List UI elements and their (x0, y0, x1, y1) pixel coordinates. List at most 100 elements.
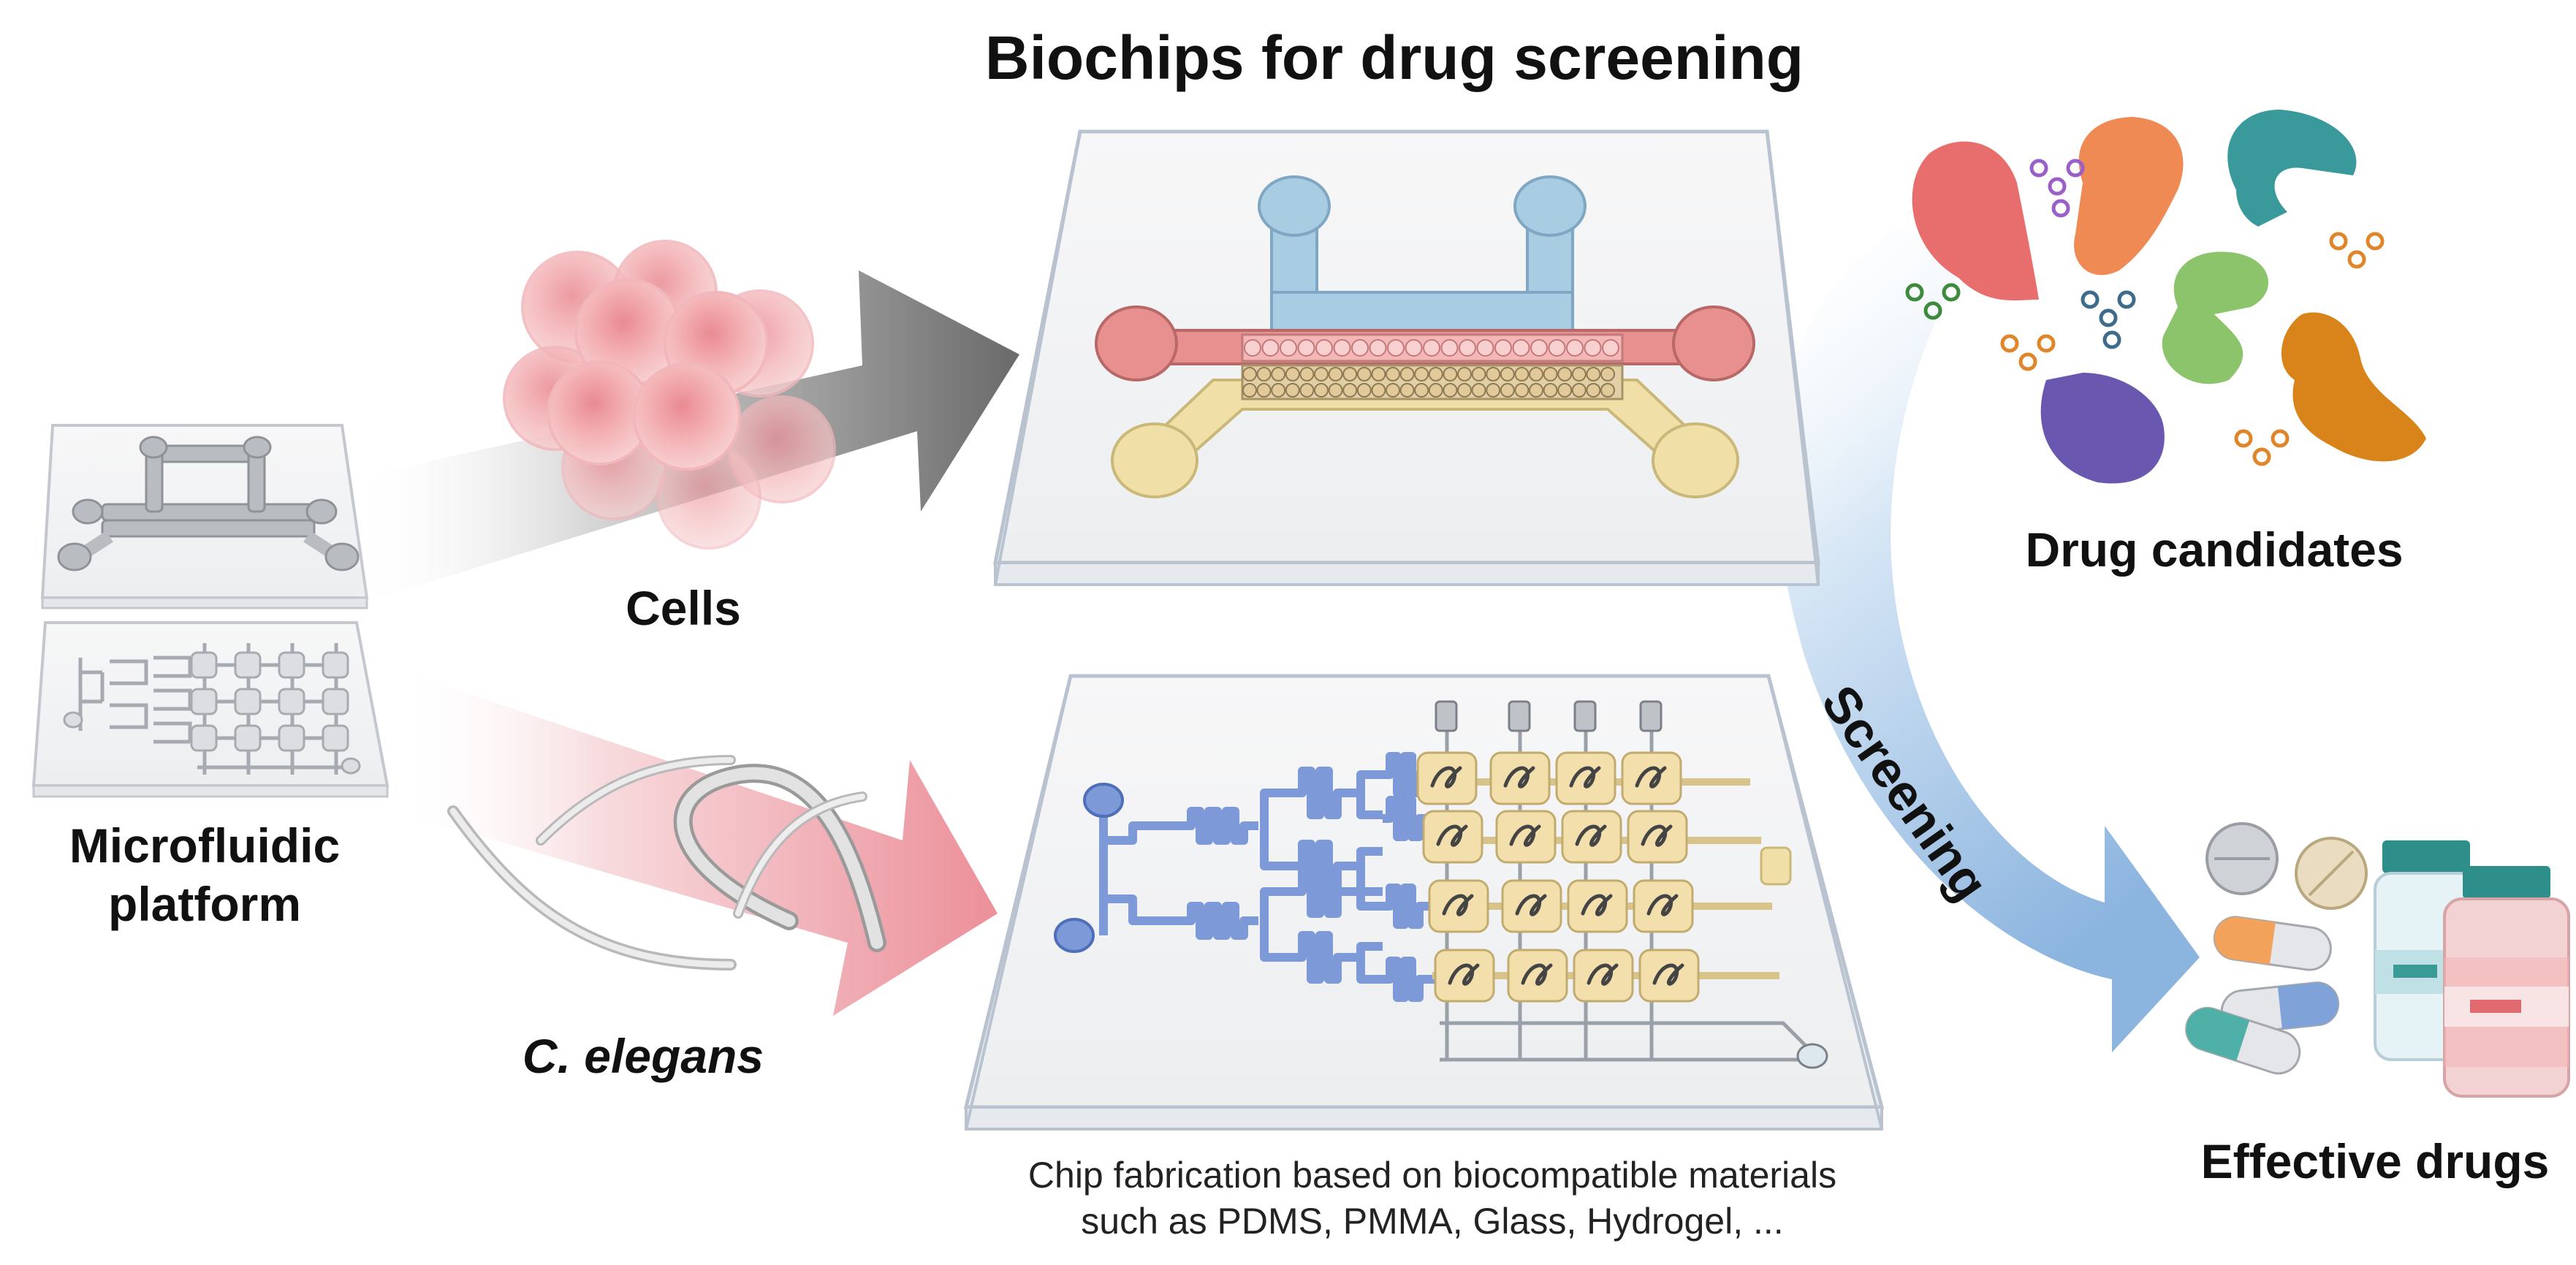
chip-cell (1285, 367, 1300, 381)
chip-cell (1512, 339, 1530, 357)
fabrication-line-2: such as PDMS, PMMA, Glass, Hydrogel, ... (1081, 1201, 1783, 1242)
chip-cell (1314, 367, 1329, 381)
worm-icon (1569, 766, 1601, 789)
chip-cell (1543, 383, 1558, 398)
chip-cell (1314, 383, 1329, 398)
chip-cell (1369, 339, 1387, 357)
chip-cell (1328, 367, 1343, 381)
vial-icon (2374, 840, 2570, 1098)
chip-cell (1529, 383, 1543, 398)
chip-cell (1486, 367, 1501, 381)
worm-chamber (1489, 751, 1551, 805)
chip-cell (1244, 339, 1261, 357)
worm-chamber (1428, 879, 1489, 933)
chip-cell (1557, 367, 1573, 381)
pill-icon (2185, 822, 2368, 1075)
chip-cell (1602, 339, 1619, 357)
chip-cell (1297, 339, 1315, 357)
chip-cell (1342, 383, 1358, 398)
chip-cell (1584, 339, 1602, 357)
chip-cell (1371, 383, 1386, 398)
chip-cell (1457, 367, 1472, 381)
chip-cell (1242, 383, 1257, 398)
cell-cluster-icon (503, 240, 836, 550)
screening-arrow (1776, 227, 2200, 1052)
chip-cell (1414, 383, 1429, 398)
chip-cell (1399, 367, 1415, 381)
elegans-label: C. elegans (523, 1029, 764, 1083)
worm-icon (1575, 824, 1607, 847)
page-title: Biochips for drug screening (985, 23, 1804, 92)
worm-chamber (1434, 949, 1495, 1003)
worm-icon (1652, 963, 1684, 986)
chip-cell (1261, 339, 1280, 357)
chip-cell (1386, 367, 1400, 381)
chip-cell (1471, 383, 1486, 398)
chip-cell (1443, 367, 1458, 381)
worm-chamber (1638, 949, 1700, 1003)
chip-cell (1459, 339, 1476, 357)
chip-cell (1386, 383, 1400, 398)
chip-cell (1256, 367, 1272, 381)
organ-chip (992, 129, 1820, 586)
worm-chamber (1422, 810, 1483, 864)
chip-cell (1586, 367, 1601, 381)
chip-cell (1530, 339, 1548, 357)
chip-cell (1428, 367, 1443, 381)
chip-cell (1514, 383, 1530, 398)
worm-icon (447, 755, 886, 970)
platform-label: platform (108, 877, 301, 931)
chip-cell (1256, 383, 1272, 398)
chip-cell (1571, 367, 1587, 381)
chip-icon (31, 424, 390, 798)
worm-chamber (1507, 949, 1568, 1003)
fabrication-line-1: Chip fabrication based on biocompatible … (1028, 1155, 1836, 1196)
worm-icon (1515, 894, 1547, 916)
chip-cell (1414, 367, 1429, 381)
chip-cell (1514, 367, 1530, 381)
chip-cell (1440, 339, 1459, 357)
worm-chamber (1555, 751, 1616, 805)
worm-chamber (1416, 751, 1478, 805)
chip-cell (1566, 339, 1584, 357)
chip-cell (1600, 367, 1615, 381)
chip-cell (1387, 339, 1405, 357)
worm-icon (1581, 894, 1613, 916)
chip-cell (1586, 383, 1601, 398)
worm-chamber (1495, 810, 1557, 864)
chip-cell (1399, 383, 1415, 398)
worm-chamber (1621, 751, 1682, 805)
chip-cell (1529, 367, 1543, 381)
chip-cell (1342, 367, 1358, 381)
worm-icon (1521, 963, 1553, 986)
worm-chamber (1627, 810, 1688, 864)
chip-cell (1356, 367, 1372, 381)
chip-cell (1405, 339, 1423, 357)
chip-cell (1423, 339, 1440, 357)
chip-cell (1356, 383, 1372, 398)
chip-cell (1333, 339, 1351, 357)
chip-cell (1548, 339, 1566, 357)
chip-cell (1299, 367, 1315, 381)
worm-chip (963, 674, 1885, 1131)
worm-icon (1641, 824, 1673, 847)
chip-cell (1457, 383, 1472, 398)
worm-icon (1503, 766, 1535, 789)
worm-icon (1430, 766, 1462, 789)
chip-cell (1428, 383, 1443, 398)
chip-cell (1543, 367, 1558, 381)
chip-cell (1471, 367, 1486, 381)
chip-cell (1486, 383, 1501, 398)
worm-chamber (1633, 879, 1694, 933)
protein-icon (1912, 110, 2426, 484)
chip-cell (1500, 367, 1515, 381)
chip-cell (1443, 383, 1458, 398)
worm-icon (1646, 894, 1679, 916)
worm-icon (1442, 894, 1474, 916)
worm-icon (1587, 963, 1619, 986)
worm-chamber (1561, 810, 1622, 864)
chip-cell (1299, 383, 1315, 398)
chip-cell (1476, 339, 1494, 357)
chip-cell (1371, 367, 1386, 381)
